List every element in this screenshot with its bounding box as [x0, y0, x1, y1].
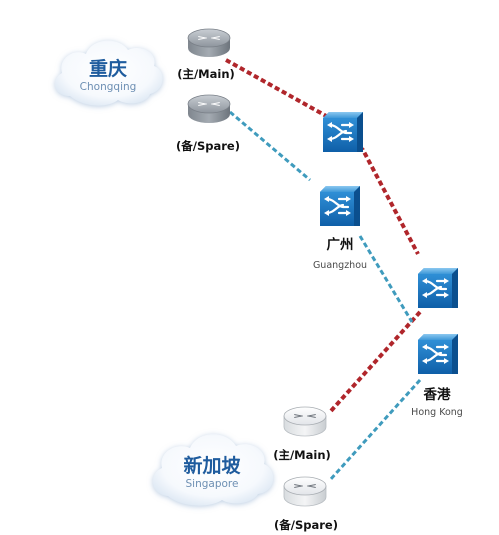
- chongqing-main-router: [187, 28, 231, 57]
- main-link-hongkong-singapore: [328, 310, 422, 414]
- singapore-main-router: [283, 406, 327, 437]
- hongkong-switch-spare: [416, 332, 460, 376]
- router-icon: [283, 406, 327, 437]
- hongkong-subtitle: Hong Kong: [411, 407, 463, 418]
- spare-link-guangzhou-hongkong: [358, 235, 414, 323]
- chongqing-subtitle: Chongqing: [80, 81, 137, 93]
- chongqing-title: 重庆: [89, 57, 127, 80]
- chongqing-cloud: 重庆 Chongqing: [55, 40, 163, 106]
- spare-link-chongqing-guangzhou: [229, 110, 311, 182]
- router-icon: [187, 28, 231, 57]
- singapore-spare-router: [283, 476, 327, 507]
- guangzhou-switch: [318, 184, 362, 228]
- switch-icon: [321, 110, 365, 154]
- chongqing-spare-label: (备/Spare): [176, 139, 240, 153]
- singapore-main-label: (主/Main): [273, 448, 331, 462]
- singapore-spare-label: (备/Spare): [274, 518, 338, 532]
- guangzhou-subtitle: Guangzhou: [313, 260, 367, 271]
- cloud-icon: [55, 40, 163, 106]
- switch-icon: [416, 332, 460, 376]
- singapore-subtitle: Singapore: [186, 478, 239, 490]
- singapore-cloud: 新加坡 Singapore: [152, 434, 274, 506]
- router-icon: [283, 476, 327, 507]
- switch-icon: [318, 184, 362, 228]
- chongqing-main-label: (主/Main): [177, 67, 235, 81]
- cloud-icon: [152, 434, 274, 506]
- hongkong-title: 香港: [423, 386, 451, 403]
- transit-switch: [321, 110, 365, 154]
- spare-link-hongkong-singapore: [328, 378, 422, 482]
- singapore-title: 新加坡: [183, 454, 241, 477]
- router-icon: [187, 94, 231, 123]
- chongqing-spare-router: [187, 94, 231, 123]
- switch-icon: [416, 266, 460, 310]
- hongkong-switch-main: [416, 266, 460, 310]
- guangzhou-title: 广州: [327, 236, 354, 253]
